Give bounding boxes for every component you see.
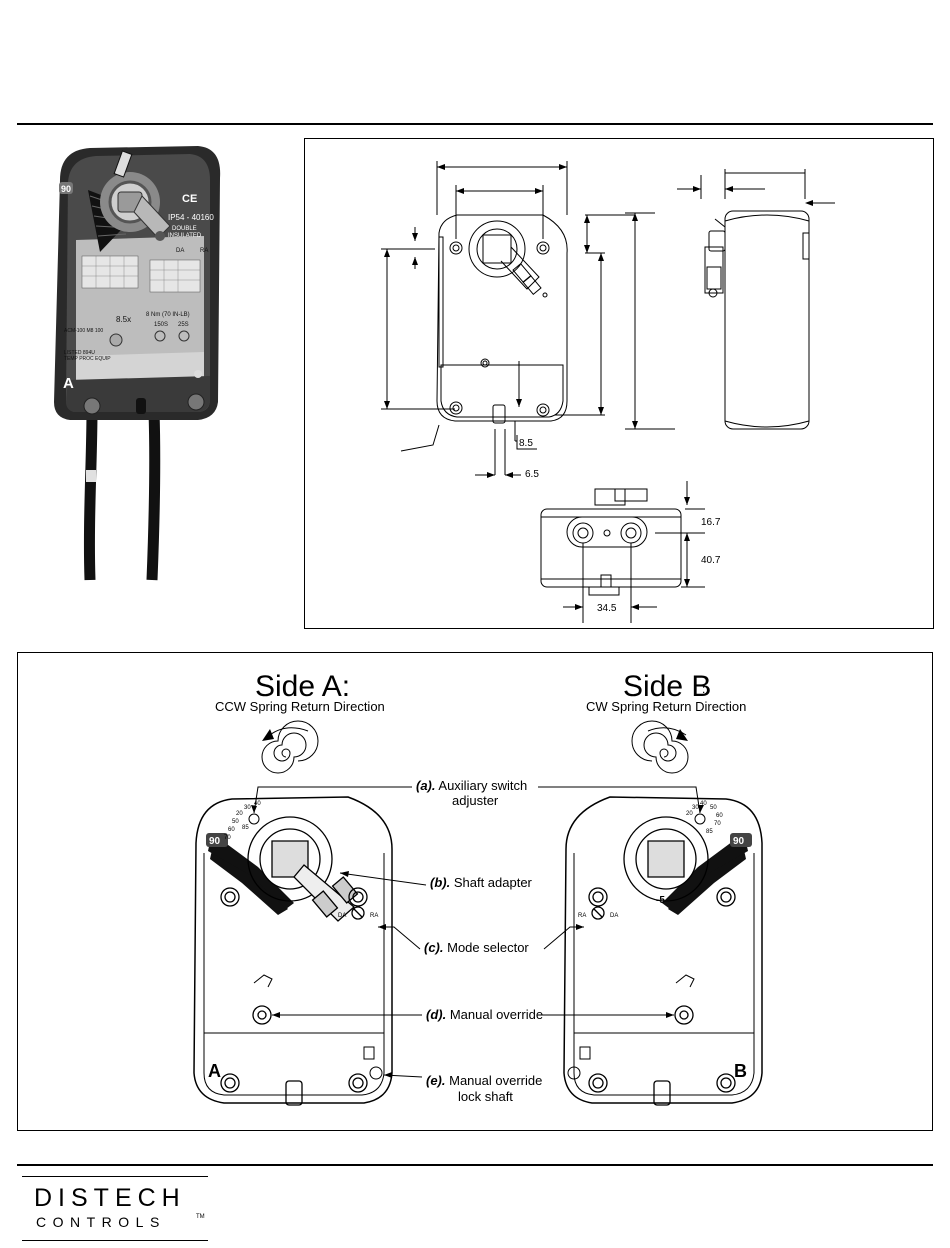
callout-d-tag: (d). xyxy=(426,1007,446,1022)
svg-text:(d). Manual override: (d). Manual override xyxy=(426,1007,543,1022)
svg-text:(e). Manual override: (e). Manual override xyxy=(426,1073,542,1088)
side-a-scale-85: 85 xyxy=(242,825,249,831)
side-b-letter: B xyxy=(734,1061,747,1081)
logo-tm: TM xyxy=(196,1214,205,1220)
side-a-aux-adjuster-icon[interactable] xyxy=(248,813,260,825)
callout-e-text2: lock shaft xyxy=(458,1089,513,1104)
top-rule xyxy=(17,123,933,125)
photo-ra: RA xyxy=(200,248,208,254)
callout-a-tag: (a). xyxy=(416,778,436,793)
side-a-scale-50: 50 xyxy=(232,819,239,825)
side-a-da: DA xyxy=(338,913,346,919)
photo-ip: IP54 - 40160 xyxy=(168,213,214,222)
side-a-manual-override-hand-icon xyxy=(253,974,273,988)
side-b-title-colon: : xyxy=(702,682,705,696)
side-b-dial-90: 90 xyxy=(733,836,745,847)
side-b-scale-70: 70 xyxy=(714,821,721,827)
side-b-scale-50: 50 xyxy=(710,805,717,811)
side-a-subtitle: CCW Spring Return Direction xyxy=(215,699,385,714)
photo-double: DOUBLE xyxy=(172,226,197,232)
svg-text:(b). Shaft adapter: (b). Shaft adapter xyxy=(430,875,533,890)
callout-a-text2: adjuster xyxy=(452,793,499,808)
side-a-scale-70: 70 xyxy=(224,835,231,841)
bottom-rule xyxy=(17,1164,933,1166)
dim-6-5: 6.5 xyxy=(525,469,539,480)
side-a-lock-icon xyxy=(363,1046,375,1060)
callout-e-text: Manual override xyxy=(446,1073,543,1088)
side-a-ra: RA xyxy=(370,913,378,919)
side-a-scale-60: 60 xyxy=(228,827,235,833)
dim-16-7: 16.7 xyxy=(701,517,721,528)
side-a-lock-shaft-icon[interactable] xyxy=(369,1066,383,1080)
dimension-drawing: 8.5 6.5 16.7 40.7 34.5 xyxy=(381,161,835,623)
side-b-lock-shaft-icon[interactable] xyxy=(567,1066,581,1080)
side-a-title: Side A: xyxy=(255,670,350,703)
photo-zoom: 8.5x xyxy=(116,315,131,324)
distech-logo: DISTECH CONTROLS TM xyxy=(22,1176,210,1242)
callout-b-text: Shaft adapter xyxy=(450,875,532,890)
photo-ce: CE xyxy=(182,193,197,205)
dim-40-7: 40.7 xyxy=(701,555,721,566)
side-b-scale-20: 20 xyxy=(686,811,693,817)
side-a-scale-20: 20 xyxy=(236,811,243,817)
actuator-photo: 90 CE IP54 - 40160 DOUBLE INSULATED DA R… xyxy=(54,146,221,581)
photo-side-letter: A xyxy=(63,375,74,392)
side-a-dial-90: 90 xyxy=(209,836,221,847)
svg-text:(c). Mode selector: (c). Mode selector xyxy=(424,940,529,955)
photo-model: ACM-100 M8 100 xyxy=(64,328,103,334)
photo-da: DA xyxy=(176,248,184,254)
sides-panel: Side A: CCW Spring Return Direction Side… xyxy=(193,670,763,1106)
photo-insulated: INSULATED xyxy=(168,233,202,239)
photo-dial-90: 90 xyxy=(61,184,71,194)
callout-b-tag: (b). xyxy=(430,875,450,890)
side-b-ra: RA xyxy=(578,913,586,919)
side-b-aux-adjuster-icon[interactable] xyxy=(694,813,706,825)
logo-line2: CONTROLS xyxy=(36,1214,166,1230)
side-a-scale-40: 40 xyxy=(254,801,261,807)
photo-torque: 8 Nm (70 IN-LB) xyxy=(146,312,190,318)
callout-a-text: Auxiliary switch xyxy=(436,778,528,793)
callout-c-tag: (c). xyxy=(424,940,444,955)
cw-arrow-icon xyxy=(676,729,688,741)
callout-e-tag: (e). xyxy=(426,1073,446,1088)
sides-panel-frame xyxy=(17,652,933,1131)
photo-time1: 150S xyxy=(154,322,168,328)
ccw-arrow-icon xyxy=(262,729,274,741)
dim-8-5: 8.5 xyxy=(519,438,533,449)
side-b-scale-40: 40 xyxy=(700,801,707,807)
svg-text:(a). Auxiliary switch: (a). Auxiliary switch xyxy=(416,778,527,793)
side-a-letter: A xyxy=(208,1061,221,1081)
photo-listed: LISTED 894U xyxy=(64,350,95,356)
side-b-scale-85: 85 xyxy=(706,829,713,835)
side-b-manual-override-hand-icon xyxy=(675,974,695,988)
dim-34-5: 34.5 xyxy=(597,603,617,614)
side-b-scale-60: 60 xyxy=(716,813,723,819)
side-b-scale-30: 30 xyxy=(692,805,699,811)
callout-d-text: Manual override xyxy=(446,1007,543,1022)
callout-c-text: Mode selector xyxy=(444,940,530,955)
side-b-subtitle: CW Spring Return Direction xyxy=(586,699,746,714)
side-b-title: Side B xyxy=(623,670,711,703)
photo-time2: 25S xyxy=(178,322,189,328)
side-b-da: DA xyxy=(610,913,618,919)
side-a-scale-30: 30 xyxy=(244,805,251,811)
cw-spiral-icon xyxy=(631,720,689,774)
side-b-lock-icon xyxy=(579,1046,591,1060)
photo-temp: TEMP PROC EQUIP xyxy=(64,356,111,362)
ccw-spiral-icon xyxy=(261,720,319,774)
logo-line1: DISTECH xyxy=(34,1184,186,1212)
